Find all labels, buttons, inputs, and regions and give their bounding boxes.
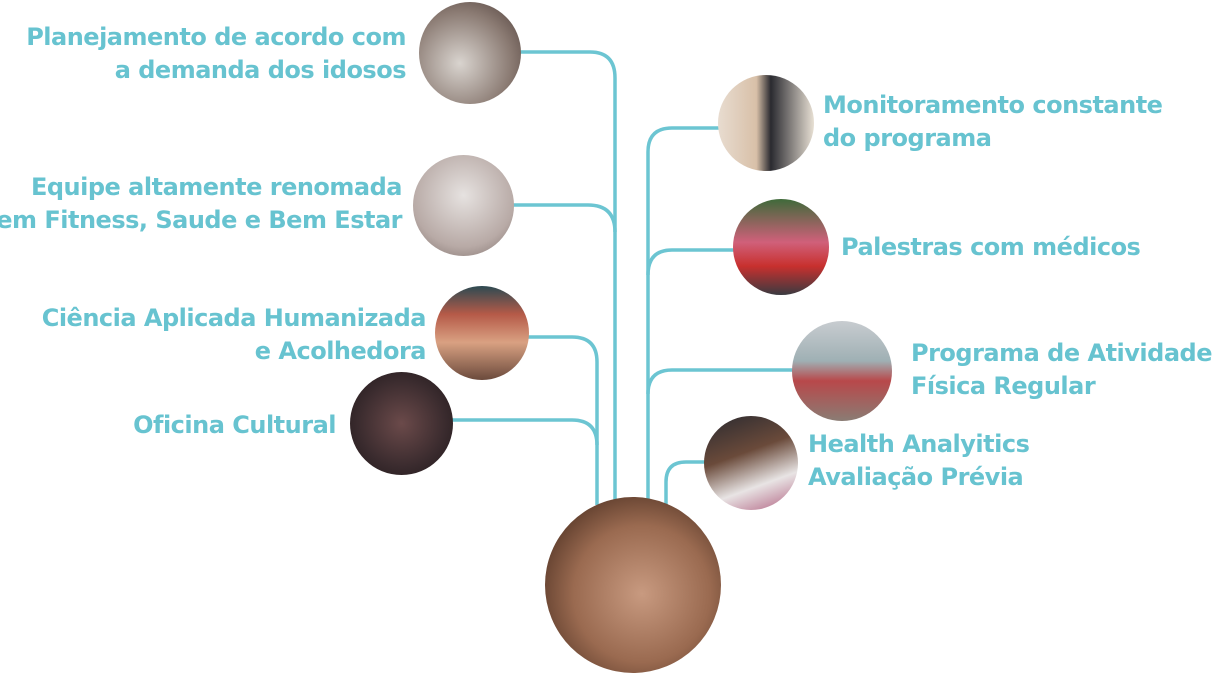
group-exercise-photo [419,2,521,104]
right-item-2-label: Palestras com médicos [841,233,1141,261]
left-item-4-label: Oficina Cultural [133,411,336,439]
woman-exercising-photo [413,155,514,256]
group-women-photo [733,199,829,295]
man-cap-photo [704,416,798,510]
dance-class-photo [435,286,529,380]
man-arms-raised-photo [718,75,814,171]
assessment-photo [545,497,721,673]
couple-exercise-photo [792,321,892,421]
video-call-photo [350,372,453,475]
